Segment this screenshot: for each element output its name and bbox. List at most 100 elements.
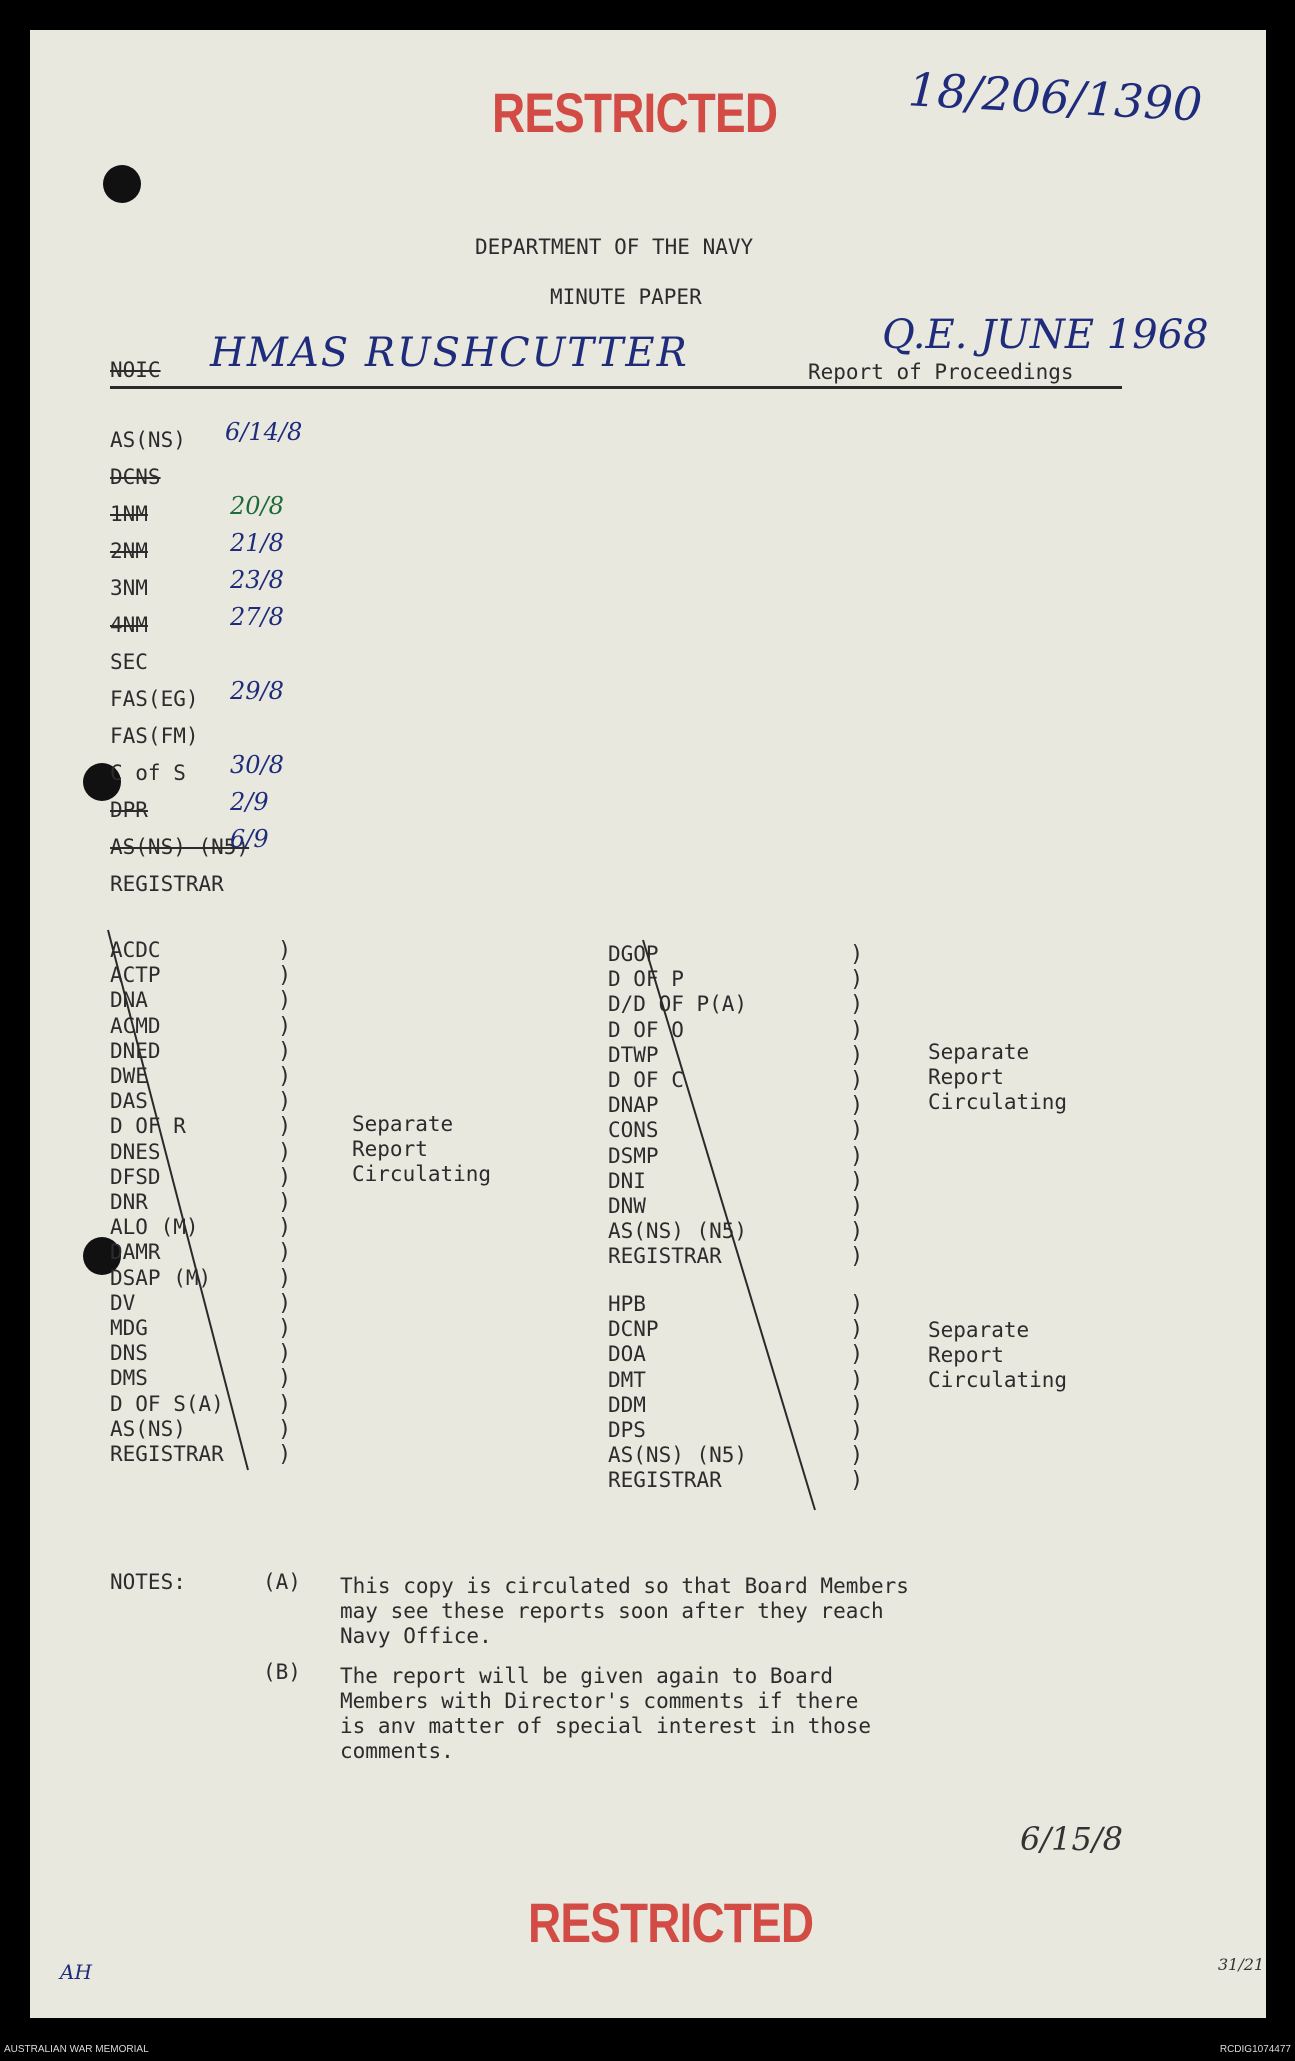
- bracket-segment: ): [850, 1443, 864, 1469]
- distribution-left-item: REGISTRAR: [110, 1442, 224, 1466]
- bracket-segment: ): [278, 1064, 292, 1089]
- ship-name-handwritten: HMAS RUSHCUTTER: [210, 330, 689, 376]
- report-line: Report: [928, 1343, 1004, 1367]
- punch-hole-middle: [83, 763, 121, 801]
- bracket-segment: ): [278, 1442, 292, 1467]
- bracket-segment: ): [850, 1093, 864, 1119]
- note-b-text: The report will be given again to Board …: [340, 1664, 871, 1764]
- bracket-segment: ): [278, 963, 292, 989]
- separate-line: Separate: [928, 1318, 1030, 1342]
- routing-name: 2NM: [110, 539, 148, 563]
- separate-line: Separate: [928, 1040, 1030, 1064]
- routing-row: 3NM: [110, 576, 148, 600]
- note-b-marker: (B): [263, 1660, 301, 1684]
- routing-name: 1NM: [110, 502, 148, 526]
- department-heading: DEPARTMENT OF THE NAVY: [475, 235, 754, 259]
- distribution-right-item: D/D OF P(A): [608, 992, 748, 1017]
- distribution-left-item: DFSD: [110, 1164, 161, 1189]
- distribution-right-item: DOA: [608, 1342, 646, 1367]
- distribution-right-item: AS(NS) (N5): [608, 1443, 748, 1468]
- punch-hole-lower: [83, 1237, 121, 1275]
- distribution-left-item: ALO (M): [110, 1215, 199, 1240]
- distribution-right-item: DMT: [608, 1367, 646, 1392]
- report-title: Report of Proceedings: [808, 360, 1074, 384]
- routing-initials: 21/8: [230, 529, 284, 557]
- bracket-segment: ): [278, 1089, 292, 1115]
- distribution-left-item: D OF S(A): [110, 1391, 224, 1416]
- distribution-right-item: DPS: [608, 1418, 646, 1442]
- bracket-segment: ): [850, 1068, 864, 1093]
- note-b-line: comments.: [340, 1739, 454, 1763]
- bracket-segment: ): [278, 988, 292, 1014]
- bracket-segment: ): [850, 1219, 864, 1245]
- distribution-right-item: CONS: [608, 1118, 659, 1143]
- bracket-segment: ): [850, 942, 864, 967]
- routing-row: 4NM: [110, 613, 148, 637]
- note-a-line: Navy Office.: [340, 1624, 492, 1648]
- distribution-left-item: AS(NS): [110, 1416, 186, 1441]
- bracket-segment: ): [850, 1292, 864, 1317]
- distribution-right-item: DNW: [608, 1194, 646, 1218]
- routing-row: REGISTRAR: [110, 872, 224, 896]
- routing-row: C of S: [110, 761, 186, 785]
- distribution-left-item: DNS: [110, 1341, 148, 1366]
- distribution-right-item: DDM: [608, 1392, 646, 1417]
- distribution-right-item: DNAP: [608, 1093, 659, 1118]
- bracket-segment: ): [850, 1392, 864, 1418]
- bracket-segment: ): [278, 1265, 292, 1291]
- corner-mark-bottom-right: 31/21: [1218, 1955, 1265, 1974]
- routing-name: DPR: [110, 798, 148, 822]
- bracket-segment: ): [850, 992, 864, 1018]
- distribution-left-item: DWE: [110, 1064, 148, 1088]
- bracket-segment: ): [850, 1367, 864, 1393]
- distribution-left-item: DNES: [110, 1139, 161, 1164]
- subject-underline: [110, 386, 1122, 389]
- document-page: RESTRICTED 18/206/1390 DEPARTMENT OF THE…: [30, 30, 1266, 2018]
- bracket-segment: ): [850, 967, 864, 993]
- bracket-segment: ): [850, 1017, 864, 1043]
- note-a-text: This copy is circulated so that Board Me…: [340, 1574, 909, 1649]
- note-b-line: The report will be given again to Board: [340, 1664, 834, 1688]
- notes-label: NOTES:: [110, 1570, 186, 1594]
- routing-name: AS(NS) (N5): [110, 835, 250, 859]
- circulating-line: Circulating: [352, 1162, 492, 1186]
- distribution-right-item: D OF C: [608, 1068, 684, 1092]
- routing-name: 4NM: [110, 613, 148, 637]
- distribution-right-item: REGISTRAR: [608, 1468, 722, 1493]
- routing-row: 1NM: [110, 502, 148, 526]
- separate-report-label-right-b: Separate Report Circulating: [928, 1318, 1067, 1393]
- bracket-segment: ): [850, 1342, 864, 1368]
- distribution-left-item: ACDC: [110, 938, 161, 962]
- routing-row: DCNS: [110, 465, 161, 489]
- distribution-right-item: DTWP: [608, 1042, 659, 1067]
- bracket-segment: ): [850, 1194, 864, 1219]
- restricted-stamp-top: RESTRICTED: [492, 81, 778, 144]
- bracket-segment: ): [278, 1190, 292, 1215]
- distribution-left-item: D OF R: [110, 1114, 186, 1139]
- bracket-segment: ): [278, 1316, 292, 1341]
- form-heading: MINUTE PAPER: [550, 285, 702, 309]
- bracket-segment: ): [850, 1244, 864, 1270]
- distribution-right-item: DSMP: [608, 1143, 659, 1168]
- distribution-left-item: DAMR: [110, 1240, 161, 1265]
- bracket-segment: ): [850, 1168, 864, 1194]
- distribution-left-item: DV: [110, 1290, 136, 1315]
- bracket-segment: ): [278, 1416, 292, 1442]
- distribution-right-item: HPB: [608, 1292, 646, 1316]
- period-handwritten: Q.E. JUNE 1968: [882, 312, 1209, 358]
- routing-name: AS(NS): [110, 428, 186, 452]
- routing-initials: 29/8: [230, 677, 284, 705]
- bracket-segment: ): [278, 938, 292, 963]
- routing-row: FAS(FM): [110, 724, 199, 748]
- routing-initials: 6/9: [230, 825, 269, 853]
- routing-row: DPR: [110, 798, 148, 822]
- separate-line: Separate: [352, 1112, 454, 1136]
- routing-row: AS(NS) (N5): [110, 835, 249, 859]
- bracket-segment: ): [278, 1139, 292, 1165]
- routing-name: FAS(EG): [110, 687, 199, 711]
- report-line: Report: [928, 1065, 1004, 1089]
- subject-to: NOIC: [110, 358, 161, 382]
- routing-initials: 6/14/8: [225, 418, 303, 446]
- bracket-segment: ): [850, 1418, 864, 1443]
- bracket-segment: ): [850, 1118, 864, 1144]
